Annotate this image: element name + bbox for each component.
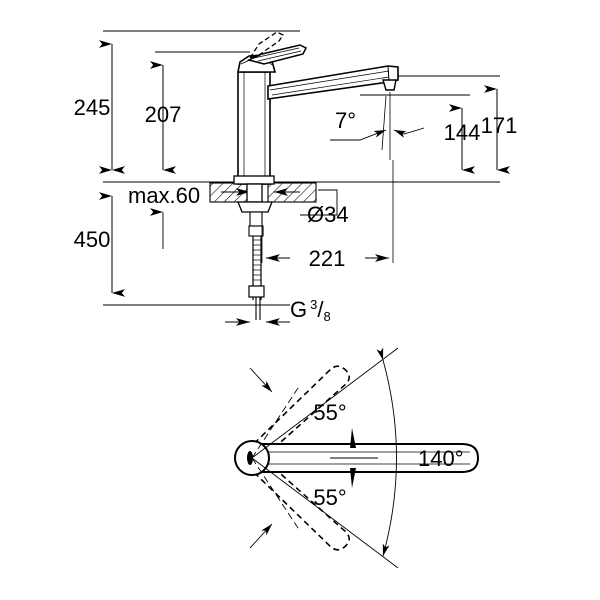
- dimension-55deg-upper: 55°: [249, 367, 347, 459]
- dimension-245: 245: [74, 40, 125, 174]
- lever-handle: [246, 44, 308, 65]
- dimension-171: 171: [481, 85, 518, 174]
- dimension-171-label: 171: [481, 113, 518, 138]
- dimension-7deg: 7°: [330, 95, 425, 151]
- dimension-221-label: 221: [309, 246, 346, 271]
- dimension-140deg: 140°: [251, 347, 464, 569]
- faucet-body-column: [237, 71, 271, 185]
- dimension-dia34: Ø34: [300, 189, 349, 227]
- dimension-450: 450: [74, 192, 164, 297]
- dimension-7deg-label: 7°: [335, 108, 356, 133]
- dimension-221: 221: [261, 160, 394, 271]
- dimension-144-label: 144: [444, 120, 481, 145]
- dimension-max60-label: max.60: [128, 183, 200, 208]
- spout-dashed-positions: [253, 365, 350, 551]
- dimension-144: 144: [444, 104, 481, 174]
- dimension-55deg-lower-label: 55°: [313, 485, 346, 510]
- dimension-55deg-lower: 55°: [249, 457, 347, 549]
- dimension-207: 207: [145, 61, 182, 174]
- dimension-207-label: 207: [145, 102, 182, 127]
- dimension-55deg-upper-label: 55°: [313, 400, 346, 425]
- spout-outlet: [382, 79, 397, 160]
- dimension-140deg-label: 140°: [418, 446, 464, 471]
- faucet-spout: [267, 65, 399, 100]
- swivel-range-top-view: 55° 55° 140°: [234, 347, 480, 569]
- counter-deck: [209, 182, 317, 203]
- dimension-245-label: 245: [74, 95, 111, 120]
- centre-mark: [330, 428, 378, 488]
- side-elevation-view: 245 207 450 max.60: [74, 30, 518, 326]
- lever-handle-raised: [248, 31, 284, 60]
- dimension-dia34-label: Ø34: [307, 202, 349, 227]
- mounting-shank-assembly: [233, 175, 275, 320]
- dimension-450-label: 450: [74, 227, 111, 252]
